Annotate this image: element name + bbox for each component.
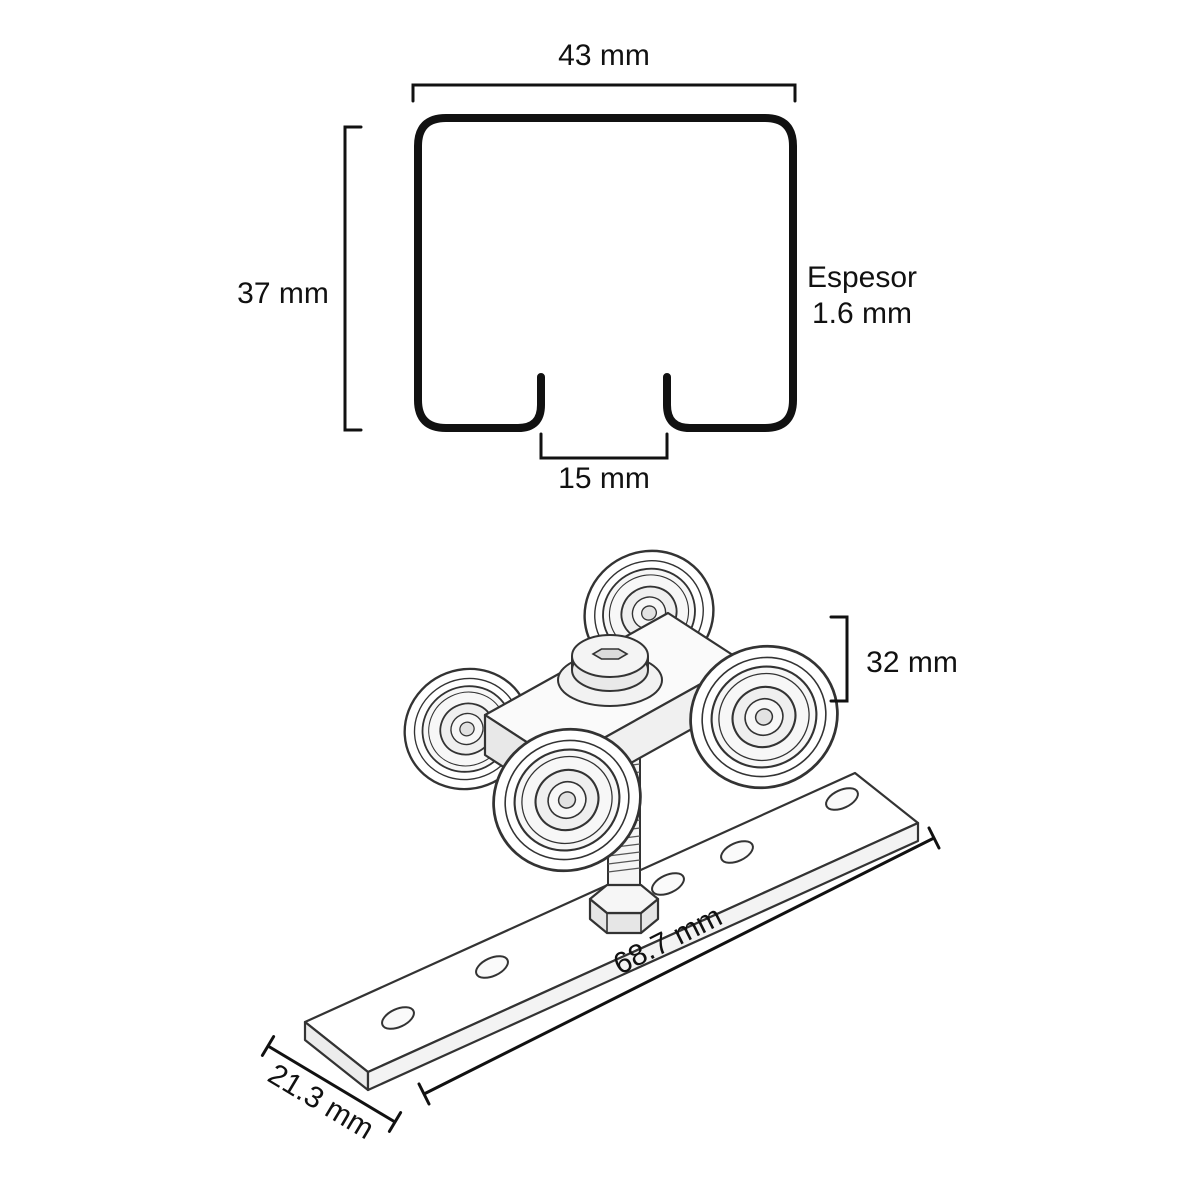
thickness-value-label: 1.6 mm: [812, 297, 912, 330]
slot-dimension-bracket: [539, 432, 669, 460]
width-dimension: 43 mm: [411, 39, 797, 103]
plate-width-line: [260, 1035, 403, 1133]
height-dimension: 37 mm: [237, 125, 363, 432]
height-dimension-bracket: [343, 125, 363, 432]
width-dimension-label: 43 mm: [558, 39, 650, 72]
thickness-title-label: Espesor: [807, 261, 917, 294]
hex-socket: [591, 648, 629, 660]
wheel-height-label: 32 mm: [866, 646, 958, 679]
allen-bolt-head: [557, 634, 663, 707]
c-channel-outline: [414, 114, 797, 432]
plate-hole: [651, 872, 685, 896]
wheel-height-dimension: 32 mm: [829, 615, 958, 703]
plate-hole: [381, 1006, 415, 1030]
plate-hole: [825, 787, 859, 811]
slot-dimension-label: 15 mm: [558, 462, 650, 495]
nut-vertical-edges: [606, 913, 642, 933]
roller-trolley-section: 32 mm 68.7 mm 21.3 mm: [260, 528, 958, 1146]
wheel-height-bracket: [829, 615, 849, 703]
plate-length-line: [417, 826, 941, 1106]
thickness-annotation: Espesor 1.6 mm: [807, 261, 917, 330]
height-dimension-label: 37 mm: [237, 277, 329, 310]
plate-hole: [475, 955, 509, 979]
width-dimension-bracket: [411, 83, 797, 103]
plate-hole: [720, 840, 754, 864]
slot-dimension: 15 mm: [539, 432, 669, 495]
nut-top-face: [588, 883, 660, 915]
plate-front-face: [366, 821, 920, 1092]
c-channel-profile-section: 43 mm 37 mm Espesor 1.6 mm 15 mm: [237, 39, 917, 495]
hex-nut: [588, 883, 660, 935]
